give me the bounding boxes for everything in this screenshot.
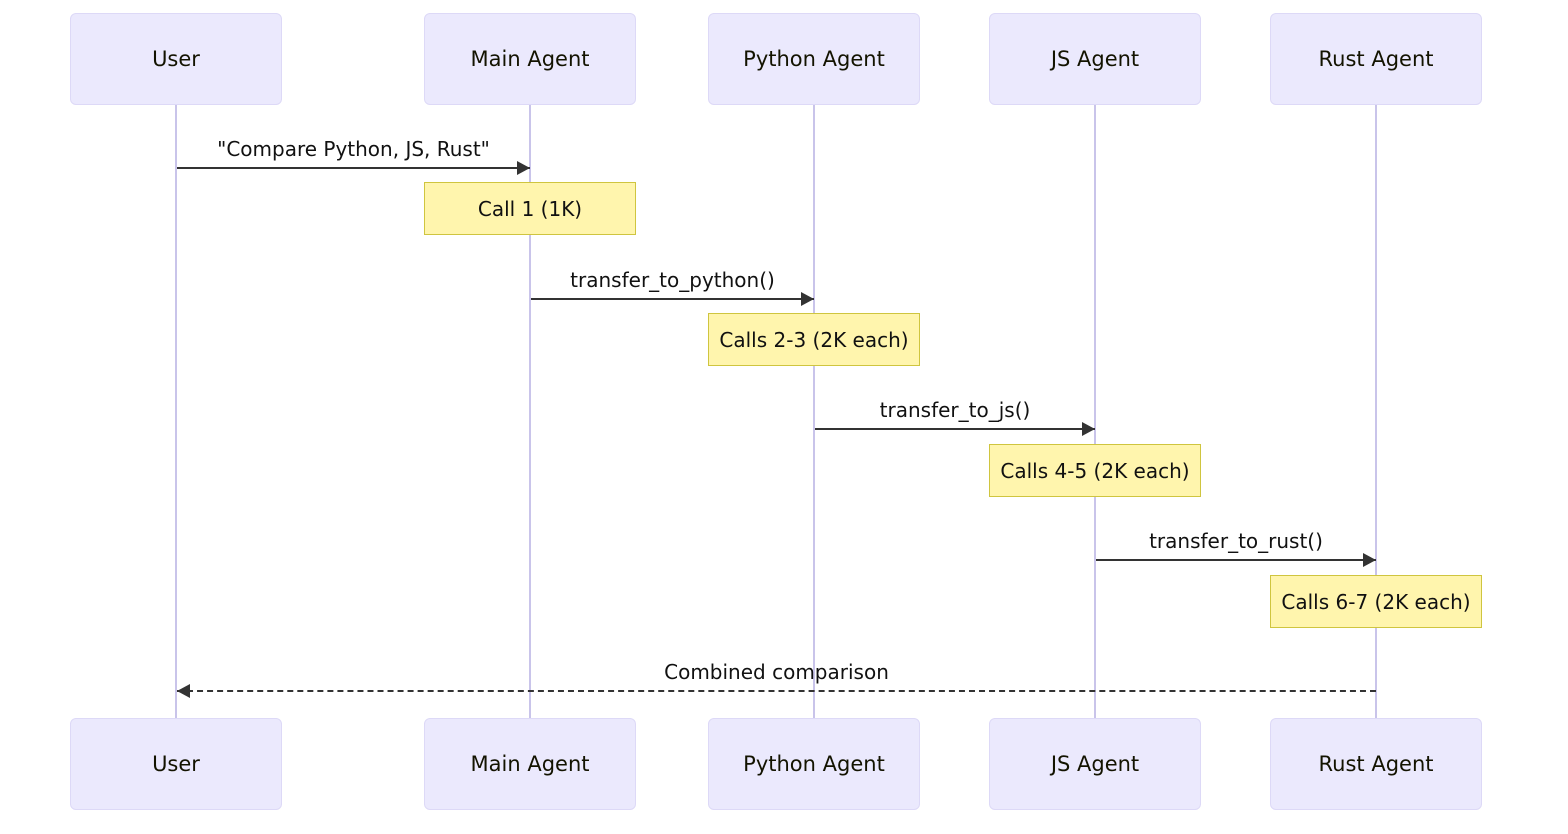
participant-main-top[interactable]: Main Agent — [424, 13, 636, 105]
arrowhead-left-icon — [177, 684, 190, 698]
message-line — [177, 167, 530, 169]
note-calls-23[interactable]: Calls 2-3 (2K each) — [708, 313, 920, 366]
arrowhead-right-icon — [801, 292, 814, 306]
message-msg-transfer-js: transfer_to_js() — [815, 400, 1095, 436]
participant-js-bottom[interactable]: JS Agent — [989, 718, 1201, 810]
message-label: transfer_to_python() — [570, 268, 775, 292]
lifeline-python — [813, 105, 815, 718]
lifeline-main — [529, 105, 531, 718]
message-line — [815, 428, 1095, 430]
message-line — [1096, 559, 1376, 561]
message-msg-compare: "Compare Python, JS, Rust" — [177, 139, 530, 175]
message-msg-transfer-python: transfer_to_python() — [531, 270, 814, 306]
lifeline-user — [175, 105, 177, 718]
participant-rust-top[interactable]: Rust Agent — [1270, 13, 1482, 105]
participant-label: JS Agent — [1050, 751, 1140, 776]
note-calls-45[interactable]: Calls 4-5 (2K each) — [989, 444, 1201, 497]
participant-label: User — [152, 751, 200, 776]
participant-main-bottom[interactable]: Main Agent — [424, 718, 636, 810]
arrowhead-right-icon — [1363, 553, 1376, 567]
participant-python-top[interactable]: Python Agent — [708, 13, 920, 105]
participant-label: JS Agent — [1050, 46, 1140, 71]
note-call-1[interactable]: Call 1 (1K) — [424, 182, 636, 235]
participant-js-top[interactable]: JS Agent — [989, 13, 1201, 105]
message-label: transfer_to_js() — [879, 398, 1031, 422]
participant-label: User — [152, 46, 200, 71]
message-msg-transfer-rust: transfer_to_rust() — [1096, 531, 1376, 567]
message-label: "Compare Python, JS, Rust" — [217, 137, 490, 161]
message-line — [531, 298, 814, 300]
participant-label: Rust Agent — [1318, 751, 1434, 776]
note-calls-67[interactable]: Calls 6-7 (2K each) — [1270, 575, 1482, 628]
message-label: transfer_to_rust() — [1149, 529, 1323, 553]
lifeline-rust — [1375, 105, 1377, 718]
participant-python-bottom[interactable]: Python Agent — [708, 718, 920, 810]
arrowhead-right-icon — [1082, 422, 1095, 436]
lifeline-js — [1094, 105, 1096, 718]
note-label: Calls 6-7 (2K each) — [1281, 589, 1471, 614]
message-msg-combined: Combined comparison — [177, 662, 1376, 698]
note-label: Calls 4-5 (2K each) — [1000, 458, 1190, 483]
participant-label: Rust Agent — [1318, 46, 1434, 71]
participant-label: Python Agent — [743, 46, 885, 71]
participant-user-top[interactable]: User — [70, 13, 282, 105]
participant-rust-bottom[interactable]: Rust Agent — [1270, 718, 1482, 810]
note-label: Calls 2-3 (2K each) — [719, 327, 909, 352]
participant-user-bottom[interactable]: User — [70, 718, 282, 810]
note-label: Call 1 (1K) — [477, 196, 583, 221]
arrowhead-right-icon — [517, 161, 530, 175]
message-label: Combined comparison — [664, 660, 889, 684]
participant-label: Main Agent — [470, 751, 590, 776]
participant-label: Main Agent — [470, 46, 590, 71]
message-line — [177, 690, 1376, 692]
participant-label: Python Agent — [743, 751, 885, 776]
